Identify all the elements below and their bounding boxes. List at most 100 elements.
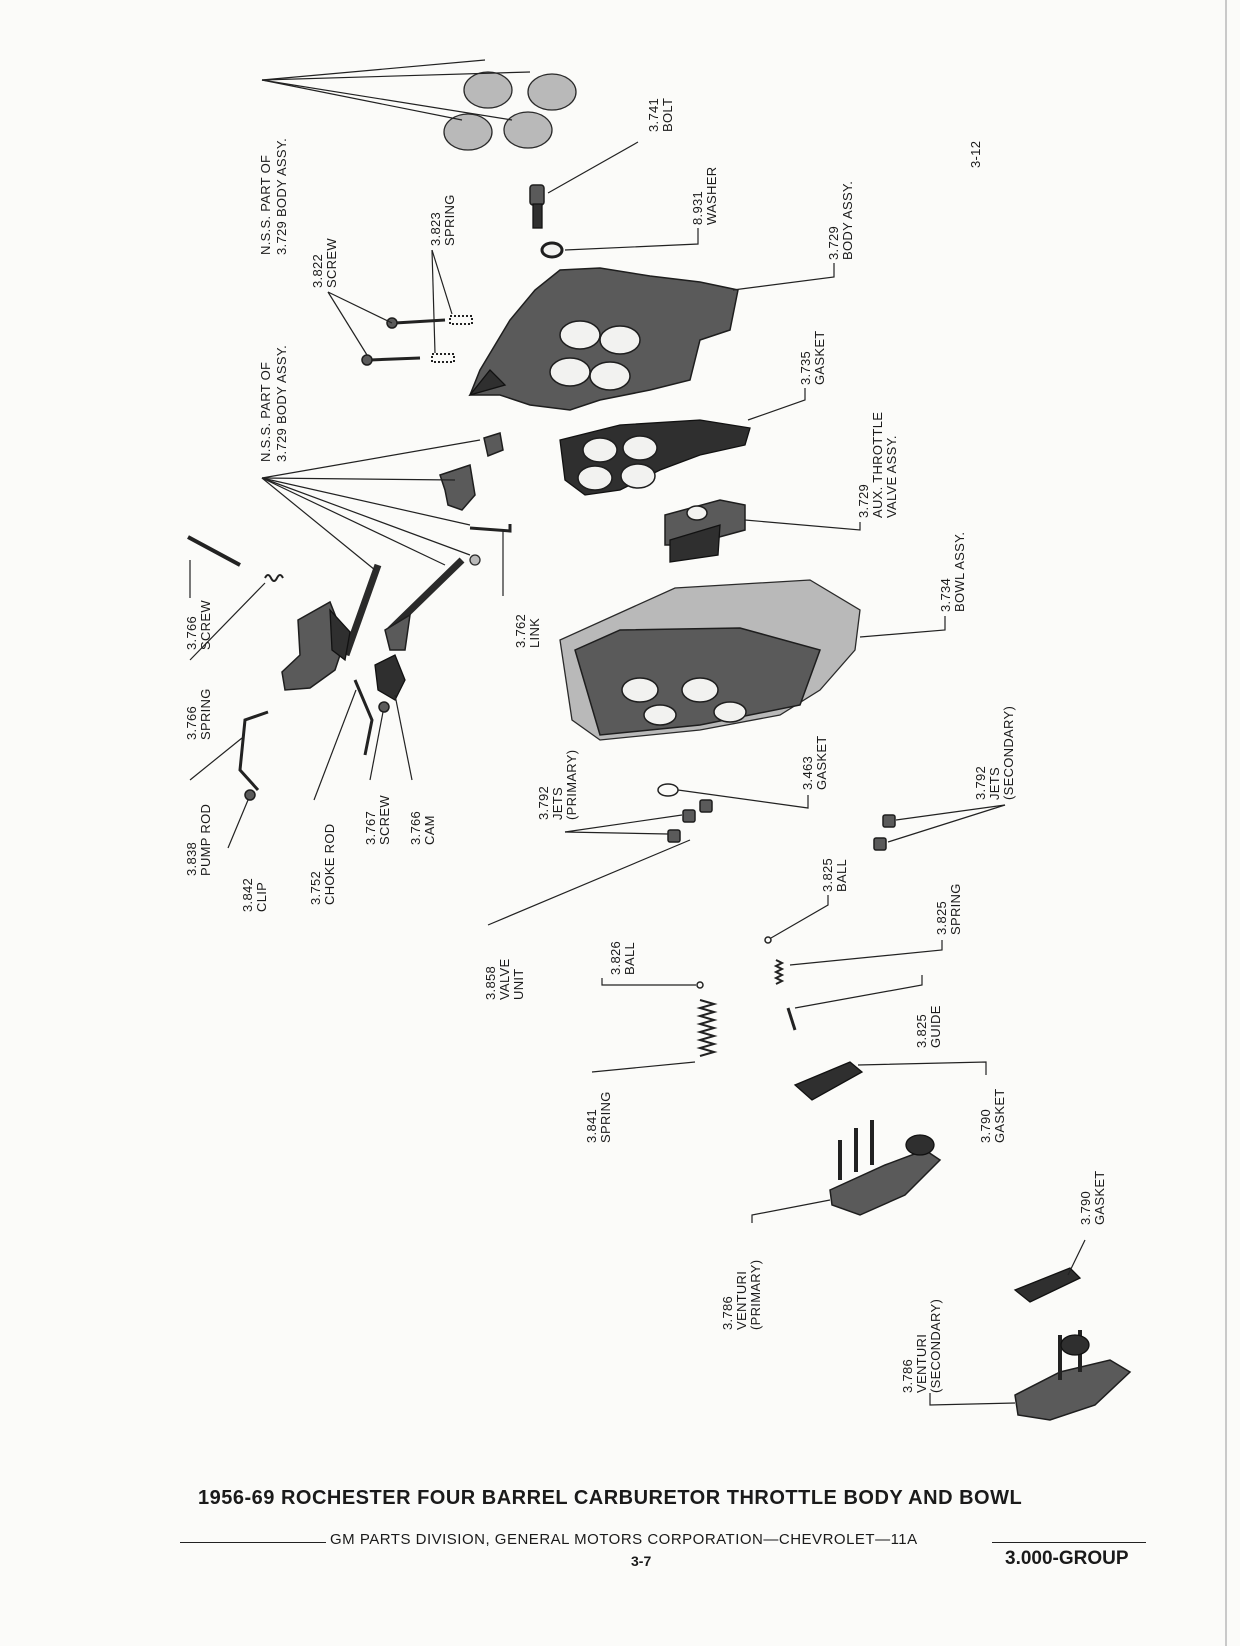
label-aux-number: 3.729 [856,484,871,518]
label-gasket-3790b-name: GASKET [1092,1170,1107,1225]
label-jets-primary-qualifier: (PRIMARY) [564,750,579,820]
label-venturi-secondary-number: 3.786 [900,1359,915,1393]
label-aux-name1: AUX. THROTTLE [870,412,885,518]
label-nss-top: N.S.S. PART OF 3.729 BODY ASSY. [258,138,289,255]
label-venturi-primary-name: VENTURI [734,1271,749,1330]
label-bowl-number: 3.734 [938,578,953,612]
label-clip-name: CLIP [254,882,269,912]
label-spring-3825: 3.825 SPRING [934,883,963,935]
label-link-name: LINK [527,618,542,648]
label-venturi-primary-qualifier: (PRIMARY) [748,1260,763,1330]
label-pumprod-number: 3.838 [184,842,199,876]
screw-3766-part [187,535,241,567]
label-screw-3766: 3.766 SCREW [184,600,213,650]
jets-primary-parts [667,799,713,843]
page-number: 3-7 [631,1553,652,1569]
label-ball-3825-number: 3.825 [820,858,835,892]
screw-3767-part [378,701,390,713]
plug-discs [443,71,577,151]
gasket-3790a-part [793,1061,864,1101]
throttle-body-part [468,267,739,411]
label-valve-name2: UNIT [511,968,526,1000]
label-nss-mid-line1: N.S.S. PART OF [258,362,273,462]
pump-rod-3838-part [238,710,269,792]
label-venturi-secondary-3786: 3.786 VENTURI (SECONDARY) [900,1299,943,1393]
label-link-3762: 3.762 LINK [513,614,542,648]
label-screw-3822-number: 3.822 [310,254,325,288]
label-chokerod-number: 3.752 [308,871,323,905]
label-nss-top-line2: 3.729 BODY ASSY. [274,138,289,255]
label-body-number: 3.729 [826,226,841,260]
label-aux-name2: VALVE ASSY. [884,435,899,518]
ball-small-part [469,554,481,566]
label-screw-3822-name: SCREW [324,238,339,288]
page-title: 1956-69 ROCHESTER FOUR BARREL CARBURETOR… [198,1487,1023,1509]
label-bolt-3741-number: 3.741 [646,98,661,132]
label-nss-mid: N.S.S. PART OF 3.729 BODY ASSY. [258,345,289,462]
label-gasket-3790b-number: 3.790 [1078,1191,1093,1225]
label-gasket-3735-name: GASKET [812,330,827,385]
label-bowl-3734: 3.734 BOWL ASSY. [938,532,967,612]
label-gasket-3790a-number: 3.790 [978,1109,993,1143]
label-spring-3823-name: SPRING [442,194,457,246]
label-jets-primary-name: JETS [550,787,565,820]
label-gasket-3463-number: 3.463 [800,756,815,790]
label-chokerod-3752: 3.752 CHOKE ROD [308,824,337,905]
label-screw-3822: 3.822 SCREW [310,238,339,288]
label-spring-3841-name: SPRING [598,1091,613,1143]
page-edge-shadow [1225,0,1227,1646]
jets-secondary-parts [873,814,896,851]
label-spring-3766-name: SPRING [198,688,213,740]
label-valve-number: 3.858 [483,966,498,1000]
footer-rule-left [180,1542,326,1543]
label-body-3729: 3.729 BODY ASSY. [826,181,855,260]
link-3762-part [469,524,512,533]
label-bolt-3741-name: BOLT [660,98,675,132]
choke-lever-part [281,600,351,691]
label-gasket-3463-name: GASKET [814,735,829,790]
bolt-3741-part [529,184,545,229]
label-aux-3729: 3.729 AUX. THROTTLE VALVE ASSY. [856,412,899,518]
spring-3825-part [773,959,785,985]
label-gasket-3790b: 3.790 GASKET [1078,1170,1107,1225]
label-ball-3826-number: 3.826 [608,941,623,975]
choke-shaft-parts [342,557,465,657]
clip-3842-part [244,789,256,801]
label-pumprod-3838: 3.838 PUMP ROD [184,804,213,876]
label-spring-3766-number: 3.766 [184,706,199,740]
label-chokerod-name: CHOKE ROD [322,824,337,905]
guide-3825-part [786,1007,797,1031]
publisher-line: GM PARTS DIVISION, GENERAL MOTORS CORPOR… [330,1531,918,1548]
screw-3822-parts [361,317,446,366]
label-ball-3825: 3.825 BALL [820,858,849,892]
ball-3825-part [764,936,772,944]
gasket-3735-part [559,419,751,496]
label-body-name: BODY ASSY. [840,181,855,260]
label-venturi-secondary-name: VENTURI [914,1334,929,1393]
footer-rule-right [992,1542,1146,1543]
label-ball-3826-name: BALL [622,942,637,975]
label-nss-top-line1: N.S.S. PART OF [258,155,273,255]
venturi-secondary-part [1014,1330,1132,1421]
label-page-ref: 3-12 [968,141,983,168]
cam-3766-part [374,654,406,701]
label-washer-8931: 8.931 WASHER [690,167,719,225]
label-guide-number: 3.825 [914,1014,929,1048]
label-screw-3767: 3.767 SCREW [363,795,392,845]
washer-8931-part [540,241,564,259]
label-gasket-3735: 3.735 GASKET [798,330,827,385]
label-jets-primary-number: 3.792 [536,786,551,820]
label-jets-primary-3792: 3.792 JETS (PRIMARY) [536,750,579,820]
label-jets-secondary-name: JETS [987,767,1002,800]
label-spring-3823: 3.823 SPRING [428,194,457,246]
label-nss-mid-line2: 3.729 BODY ASSY. [274,345,289,462]
label-jets-secondary-3792: 3.792 JETS (SECONDARY) [973,706,1016,800]
label-spring-3825-number: 3.825 [934,901,949,935]
label-cam-number: 3.766 [408,811,423,845]
leader-lines [189,59,1086,1406]
label-valve-3858: 3.858 VALVE UNIT [483,958,526,1000]
spring-3823-parts [431,315,473,363]
label-venturi-primary-number: 3.786 [720,1296,735,1330]
label-gasket-3790a-name: GASKET [992,1088,1007,1143]
venturi-primary-part [829,1120,942,1216]
